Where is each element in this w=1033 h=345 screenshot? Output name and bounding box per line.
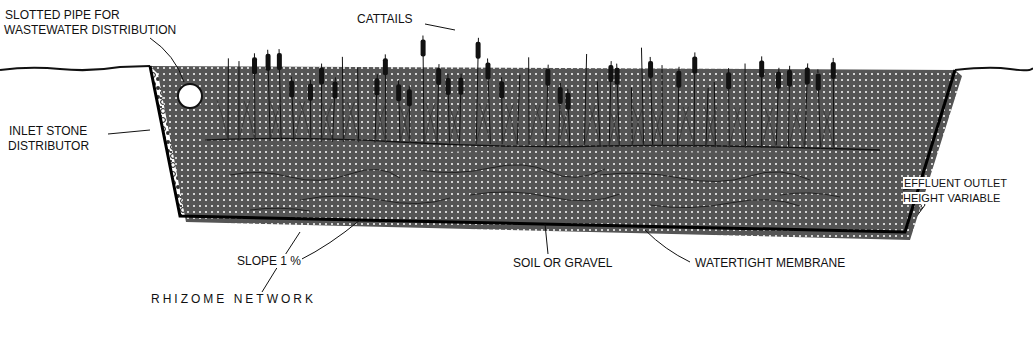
part-label: CATTAILS (356, 12, 414, 27)
part-label: EFFLUENT OUTLET HEIGHT VARIABLE (903, 176, 1028, 206)
part-label: INLET STONE DISTRIBUTOR (8, 124, 108, 154)
ground-line (955, 68, 1033, 71)
label-text: CATTAILS (356, 12, 414, 26)
slotted-pipe (178, 84, 202, 108)
label-text: SLOPE 1 % (236, 254, 302, 268)
part-label: RHIZOME NETWORK (150, 292, 317, 307)
part-label: SLOTTED PIPE FOR WASTEWATER DISTRIBUTION (4, 8, 196, 38)
water-surface (220, 146, 870, 156)
watertight-membrane (150, 66, 955, 232)
cattail-plants (217, 36, 836, 149)
label-text: EFFLUENT OUTLET HEIGHT VARIABLE (903, 177, 1007, 204)
label-text: SOIL OR GRAVEL (512, 256, 613, 270)
bed-surface (205, 138, 880, 150)
label-text: WATERTIGHT MEMBRANE (694, 256, 846, 270)
rhizome-network (230, 165, 840, 211)
part-label: SOIL OR GRAVEL (512, 256, 613, 271)
part-label: WATERTIGHT MEMBRANE (694, 256, 846, 271)
part-label: SLOPE 1 % (236, 254, 302, 269)
label-text: SLOTTED PIPE FOR WASTEWATER DISTRIBUTION (4, 8, 177, 37)
leader-lines (108, 24, 916, 292)
label-text: INLET STONE DISTRIBUTOR (8, 124, 90, 153)
label-text: RHIZOME NETWORK (150, 292, 317, 306)
trench-earth (150, 66, 962, 240)
ground-line (0, 66, 150, 70)
